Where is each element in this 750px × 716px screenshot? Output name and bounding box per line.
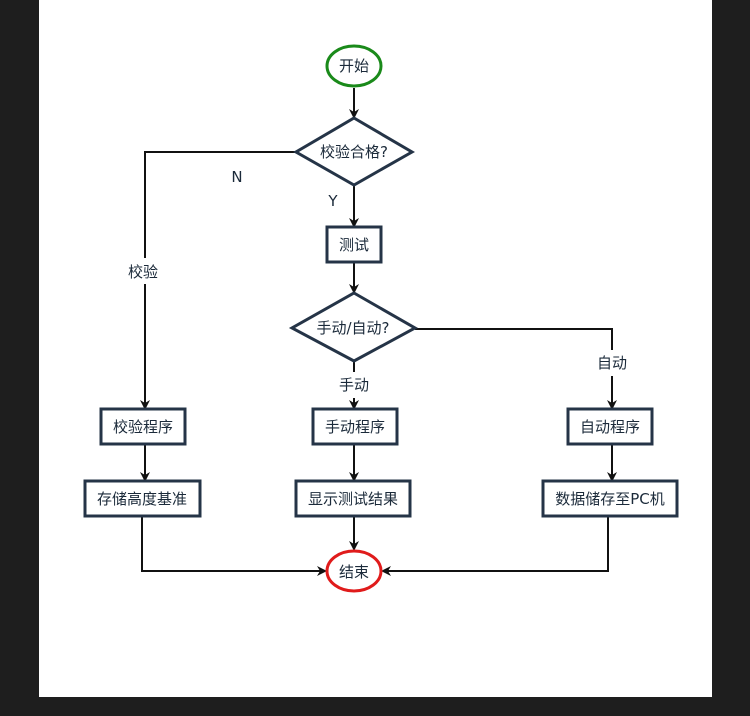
mode-label: 手动/自动?	[316, 319, 389, 337]
manual-prog-box	[311, 407, 399, 446]
test-box	[325, 225, 383, 264]
show-result-box	[294, 479, 412, 518]
edge-store-end	[141, 516, 327, 576]
node-end: 结束	[325, 549, 383, 593]
edge-labels: N Y 校验 手动 自动	[125, 168, 632, 398]
node-auto-prog: 自动程序	[566, 407, 654, 446]
node-mode: 手动/自动?	[288, 291, 419, 363]
label-calibrate: 校验	[128, 263, 158, 281]
check-label: 校验合格?	[320, 143, 388, 161]
calib-prog-box	[99, 407, 187, 446]
test-label: 测试	[339, 236, 369, 254]
edge-save-end	[381, 516, 609, 576]
label-manual: 手动	[339, 376, 369, 394]
node-save-pc: 数据储存至PC机	[541, 479, 679, 518]
label-yes: Y	[327, 192, 338, 210]
node-test: 测试	[325, 225, 383, 264]
start-label: 开始	[339, 57, 369, 75]
start-terminal	[325, 44, 383, 88]
store-height-box	[83, 479, 202, 518]
node-check: 校验合格?	[293, 116, 415, 187]
edge-check-calib	[140, 151, 296, 410]
node-store-height: 存储高度基准	[83, 479, 202, 518]
auto-prog-label: 自动程序	[580, 418, 640, 436]
node-start: 开始	[325, 44, 383, 88]
end-label: 结束	[339, 563, 369, 581]
node-manual-prog: 手动程序	[311, 407, 399, 446]
check-decision	[293, 116, 415, 187]
store-height-label: 存储高度基准	[97, 490, 187, 508]
node-show-result: 显示测试结果	[294, 479, 412, 518]
calib-prog-label: 校验程序	[113, 418, 173, 436]
mode-decision	[288, 291, 419, 363]
label-no: N	[231, 168, 242, 186]
edge-mode-auto	[415, 328, 617, 410]
save-pc-box	[541, 479, 679, 518]
end-terminal	[325, 549, 383, 593]
connectors	[140, 88, 617, 576]
save-pc-label: 数据储存至PC机	[555, 490, 665, 508]
label-auto: 自动	[597, 354, 627, 372]
manual-prog-label: 手动程序	[325, 418, 385, 436]
show-result-label: 显示测试结果	[308, 490, 398, 508]
auto-prog-box	[566, 407, 654, 446]
node-calib-prog: 校验程序	[99, 407, 187, 446]
